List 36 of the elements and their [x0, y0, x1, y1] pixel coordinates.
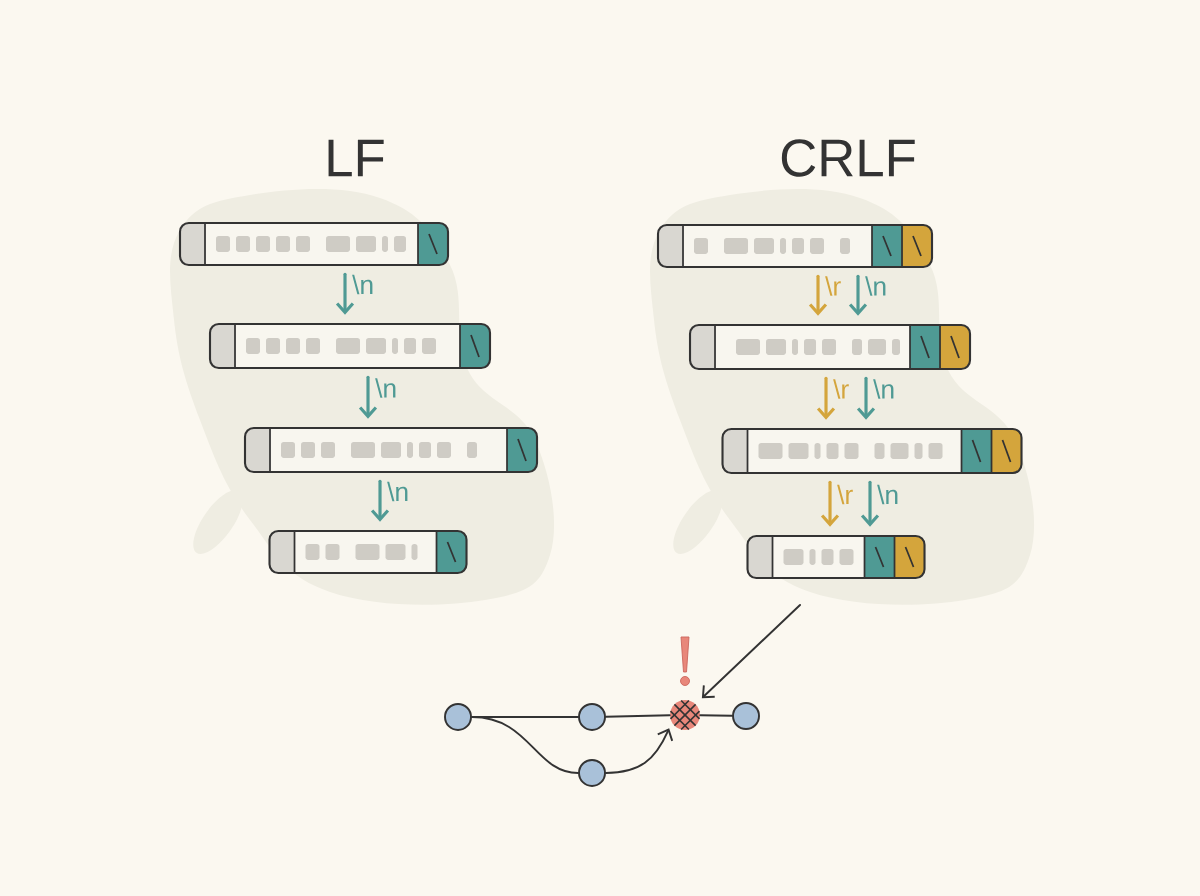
conflict-circle	[669, 699, 701, 731]
arrow	[816, 376, 836, 420]
arrow	[335, 272, 355, 315]
text-line-bar	[208, 322, 492, 370]
text-line-bar	[268, 529, 468, 575]
commit-circle	[578, 759, 606, 787]
edge-label: \r	[825, 276, 841, 296]
column-title: CRLF	[781, 139, 915, 177]
arrow	[358, 375, 378, 419]
arrow	[605, 728, 674, 774]
text-line-bar	[178, 221, 450, 267]
connector-line	[471, 716, 579, 774]
arrow	[808, 274, 828, 316]
edge-label: \r	[837, 484, 853, 505]
edge-label: \n	[352, 274, 373, 295]
text-line-bar	[243, 426, 539, 474]
edge-label: \n	[387, 481, 408, 502]
text-line-bar	[721, 427, 1023, 475]
edge-label: \r	[833, 379, 849, 399]
arrow	[860, 480, 880, 527]
arrow	[848, 274, 868, 316]
text-line-bar	[656, 223, 934, 269]
text-line-bar	[688, 323, 972, 371]
arrow	[701, 604, 801, 699]
commit-circle	[578, 703, 606, 731]
column-title: LF	[328, 139, 384, 177]
edge-label: \n	[865, 276, 886, 296]
arrow	[820, 480, 840, 527]
text-line-bar	[746, 534, 926, 580]
edge-label: \n	[375, 378, 396, 398]
edge-label: \n	[877, 484, 898, 505]
edge-label: \n	[873, 379, 894, 399]
arrow	[370, 479, 390, 522]
arrow	[856, 376, 876, 420]
connector-line	[699, 714, 733, 717]
connector-line	[605, 714, 671, 718]
